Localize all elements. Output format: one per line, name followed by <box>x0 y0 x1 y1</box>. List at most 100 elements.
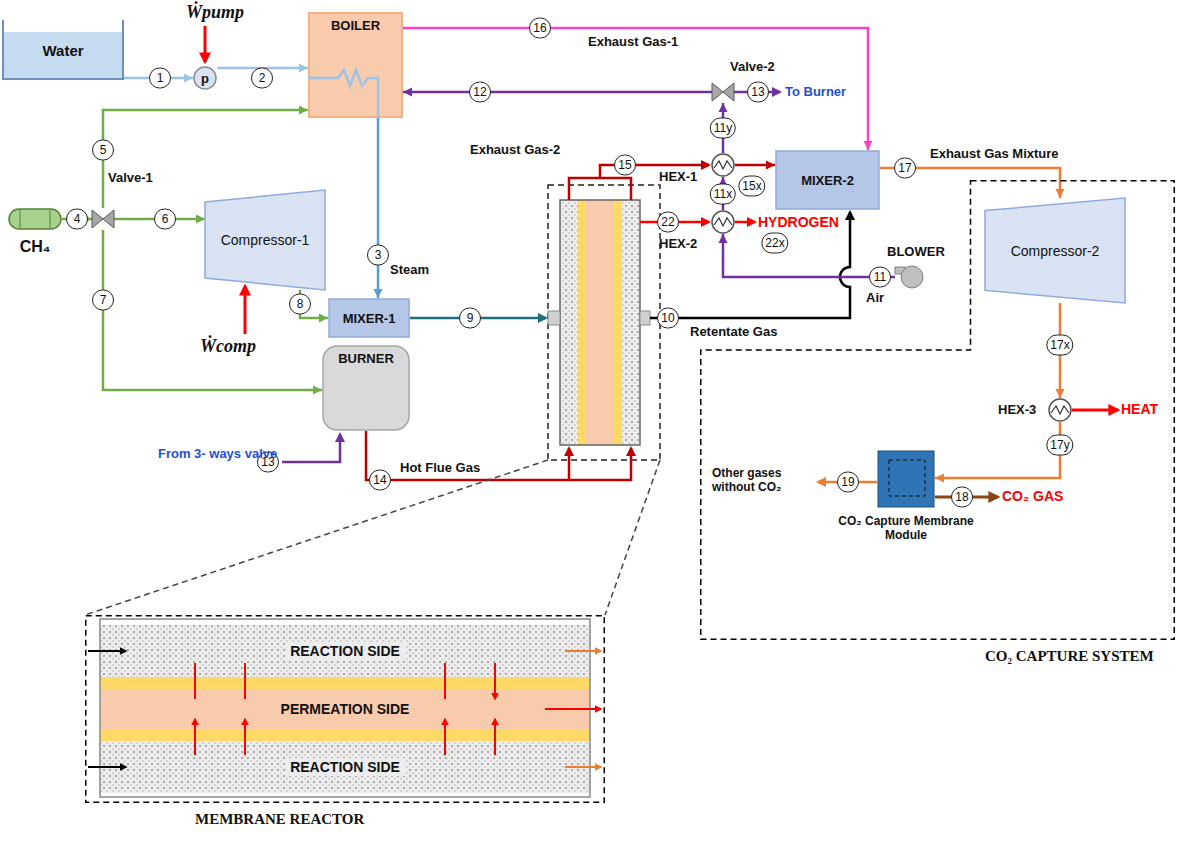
drawn-part <box>100 729 590 741</box>
callout-number: 2 <box>251 68 273 89</box>
drawn-circle <box>712 211 734 233</box>
callout-number: 11 <box>869 267 891 288</box>
flow-line <box>282 434 340 462</box>
flow-line <box>565 650 601 652</box>
callout-number: 13 <box>747 82 769 103</box>
flow-label: Ẇpump <box>186 2 244 23</box>
node-outline <box>711 210 735 234</box>
drawn-part <box>776 151 879 209</box>
flow-line <box>194 719 196 755</box>
arrow-head <box>184 74 193 83</box>
callout-number: 15x <box>738 176 765 197</box>
layer-band: PERMEATION SIDE <box>100 689 590 729</box>
flow-label: CO₂ GAS <box>1002 488 1063 504</box>
flow-label: Exhaust Gas-2 <box>470 142 560 157</box>
arrow-head <box>1056 389 1065 398</box>
flow-connector <box>735 161 775 170</box>
callout-number: 17y <box>1046 435 1073 456</box>
layer-band: REACTION SIDE <box>100 741 590 793</box>
drawn-part <box>100 689 590 729</box>
arrow-head <box>196 215 205 224</box>
node-label: HEX-2 <box>659 236 697 251</box>
node-outline <box>8 208 62 230</box>
callout-number: 7 <box>92 290 114 311</box>
callout-number: 4 <box>66 209 88 230</box>
arrow-head <box>766 161 775 170</box>
drawn-part <box>586 200 614 445</box>
drawn-part <box>309 13 402 117</box>
flow-label: Hot Flue Gas <box>400 460 480 475</box>
callout-number: 10 <box>657 308 679 329</box>
drawn-part <box>640 311 650 325</box>
callout-number: 22x <box>761 233 788 254</box>
callout-number: 22 <box>657 212 679 233</box>
node-label: MIXER-1 <box>343 311 396 326</box>
flow-connector <box>374 118 383 298</box>
drawn-circle <box>901 266 923 288</box>
flow-label: Ẇcomp <box>200 336 256 357</box>
drawn-part <box>329 299 409 337</box>
arrow-head <box>299 106 308 115</box>
compressor-symbol: Compressor-2 <box>985 198 1125 303</box>
flow-connector <box>403 88 712 97</box>
drawn-part <box>9 209 61 229</box>
flow-label: HEAT <box>1121 401 1158 417</box>
node-label: CH₄ <box>8 238 62 256</box>
drawn-circle <box>194 67 216 89</box>
flow-line <box>568 448 571 480</box>
node-label: p <box>201 71 209 86</box>
flow-label: HYDROGEN <box>758 214 839 230</box>
flow-line <box>377 118 380 298</box>
heat-exchanger: HEX-2 <box>711 210 735 234</box>
arrow-head <box>319 314 328 323</box>
flow-line <box>85 460 548 615</box>
drawn-part <box>622 200 640 445</box>
node-label: BOILER <box>331 18 380 33</box>
flow-line <box>204 26 207 62</box>
flow-line <box>569 178 631 200</box>
drawn-part <box>3 32 123 79</box>
arrow-head <box>403 88 412 97</box>
layer-band: REACTION SIDE <box>100 625 590 677</box>
flow-line <box>195 663 495 699</box>
drawn-part <box>548 311 560 325</box>
heat-exchanger: HEX-1 <box>711 153 735 177</box>
flow-line <box>1072 409 1118 412</box>
compressor-symbol: Compressor-1 <box>205 190 325 290</box>
drawn-part <box>560 200 640 445</box>
arrow-head <box>935 474 944 483</box>
callout-number: 15 <box>614 155 636 176</box>
flow-line <box>88 766 126 768</box>
heat-exchanger: HEX-3 <box>1048 398 1072 422</box>
callout-number: 14 <box>369 470 391 491</box>
flow-line <box>244 286 247 334</box>
callout-number: 11x <box>710 184 736 205</box>
boiler-box: BOILER <box>308 12 403 118</box>
node-outline <box>712 81 734 103</box>
flow-line <box>403 28 868 150</box>
flow-line <box>714 161 732 169</box>
flow-line <box>714 218 732 226</box>
node-label: PERMEATION SIDE <box>276 700 415 718</box>
arrow-head <box>1056 189 1065 198</box>
flow-label: Other gases without CO₂ <box>712 466 812 494</box>
node-label: HEX-1 <box>659 169 697 184</box>
arrow-head <box>374 289 383 298</box>
membrane-module: CO₂ Capture Membrane Module <box>877 450 935 508</box>
drawn-part <box>878 451 934 507</box>
node-label: CO₂ Capture Membrane Module <box>836 514 976 542</box>
drawn-part <box>323 346 409 430</box>
water-tank: Water <box>2 20 124 80</box>
callout-number: 9 <box>459 308 481 329</box>
node-outline <box>877 450 935 508</box>
flow-line <box>366 431 631 480</box>
node-label: REACTION SIDE <box>285 642 405 660</box>
arrow-head <box>864 141 873 150</box>
callout-number: 13 <box>257 452 279 473</box>
node-label: Water <box>42 42 83 59</box>
flow-line <box>20 210 50 228</box>
flow-line <box>565 766 601 768</box>
flow-label: To Burner <box>785 84 846 99</box>
flow-connector <box>103 106 308 209</box>
